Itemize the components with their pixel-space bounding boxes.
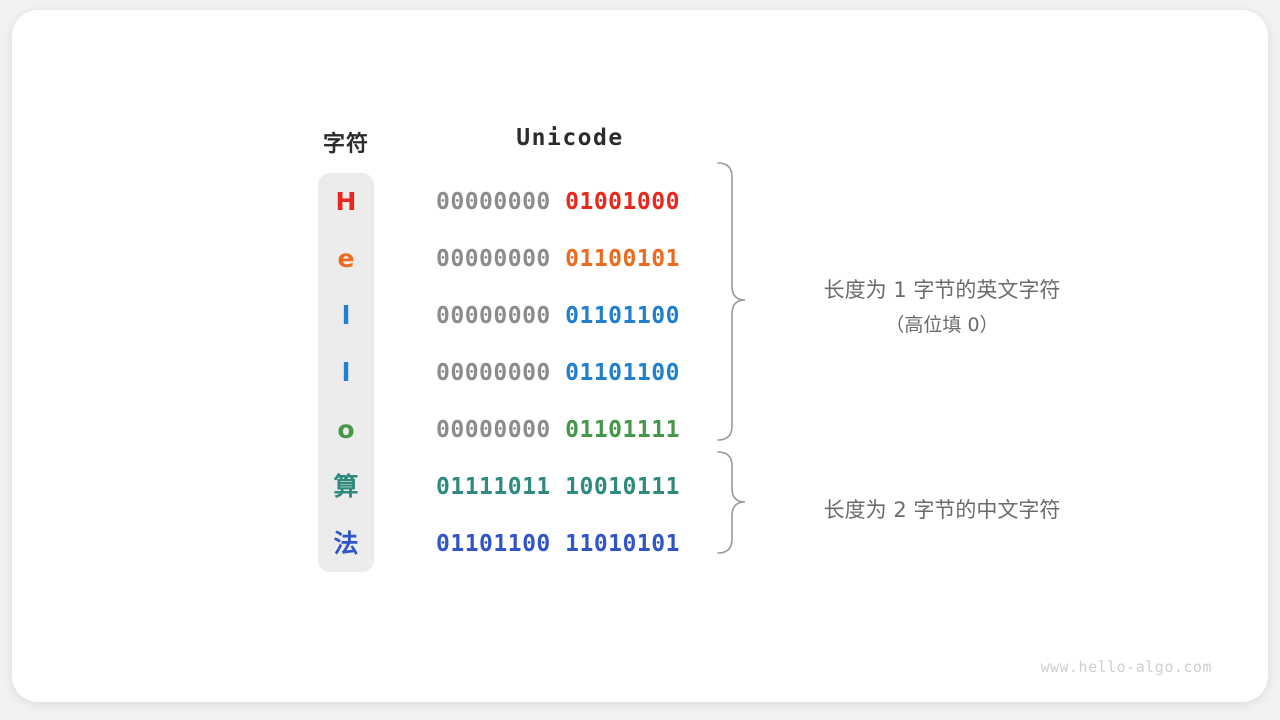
- row-character: 算: [333, 472, 359, 501]
- character-column-background: [318, 173, 374, 572]
- encoding-row: e 00000000 01100101: [318, 239, 738, 279]
- encoding-row: H 00000000 01001000: [318, 182, 738, 222]
- column-header-unicode: Unicode: [516, 125, 624, 151]
- row-high-byte: 00000000: [436, 417, 551, 443]
- annotation-two-byte: 长度为 2 字节的中文字符: [772, 492, 1112, 528]
- row-unicode-bits: 00000000 01101111: [436, 410, 710, 450]
- row-low-byte: 11010101: [565, 531, 680, 557]
- row-character: l: [341, 358, 351, 387]
- row-high-byte: 01101100: [436, 531, 551, 557]
- row-low-byte: 01101100: [565, 360, 680, 386]
- row-low-byte: 10010111: [565, 474, 680, 500]
- encoding-row: o 00000000 01101111: [318, 410, 738, 450]
- encoding-row: l 00000000 01101100: [318, 353, 738, 393]
- row-unicode-bits: 00000000 01100101: [436, 239, 710, 279]
- column-header-character: 字符: [322, 132, 369, 157]
- watermark: www.hello-algo.com: [1040, 658, 1212, 676]
- row-high-byte: 01111011: [436, 474, 551, 500]
- figure-card: 字符 Unicode H 00000000 01001000 e 00000000 0…: [12, 10, 1268, 702]
- row-unicode-bits: 01111011 10010111: [436, 467, 710, 507]
- row-high-byte: 00000000: [436, 246, 551, 272]
- row-low-byte: 01101111: [565, 417, 680, 443]
- encoding-row: 法 01101100 11010101: [318, 524, 738, 564]
- row-unicode-bits: 01101100 11010101: [436, 524, 710, 564]
- row-character: l: [341, 301, 351, 330]
- row-low-byte: 01100101: [565, 246, 680, 272]
- row-high-byte: 00000000: [436, 303, 551, 329]
- row-character: 法: [333, 529, 359, 558]
- row-unicode-bits: 00000000 01001000: [436, 182, 710, 222]
- row-character: o: [337, 415, 355, 444]
- row-unicode-bits: 00000000 01101100: [436, 296, 710, 336]
- annotation-one-byte: 长度为 1 字节的英文字符 （高位填 0）: [772, 272, 1112, 342]
- encoding-row: 算 01111011 10010111: [318, 467, 738, 507]
- row-unicode-bits: 00000000 01101100: [436, 353, 710, 393]
- row-character: e: [337, 244, 355, 273]
- encoding-row: l 00000000 01101100: [318, 296, 738, 336]
- annotation-two-byte-line1: 长度为 2 字节的中文字符: [823, 498, 1061, 522]
- annotation-one-byte-line2: （高位填 0）: [885, 314, 999, 336]
- row-high-byte: 00000000: [436, 189, 551, 215]
- annotation-one-byte-line1: 长度为 1 字节的英文字符: [823, 278, 1061, 302]
- row-high-byte: 00000000: [436, 360, 551, 386]
- row-low-byte: 01101100: [565, 303, 680, 329]
- row-low-byte: 01001000: [565, 189, 680, 215]
- row-character: H: [335, 187, 357, 216]
